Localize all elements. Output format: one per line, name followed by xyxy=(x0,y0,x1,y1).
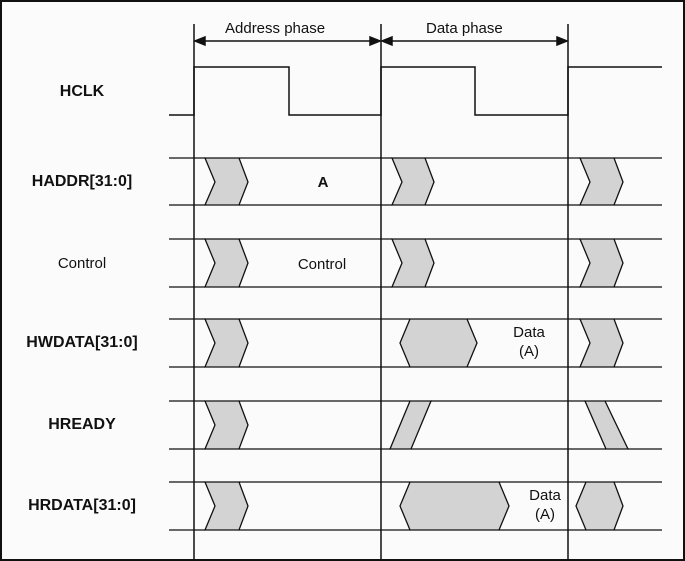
hrdata-waveform xyxy=(169,481,662,531)
haddr-waveform xyxy=(169,157,662,206)
data-phase-label: Data phase xyxy=(423,21,506,36)
address-phase-label: Address phase xyxy=(222,21,329,36)
haddr-value: A xyxy=(317,174,329,191)
signal-label-control: Control xyxy=(57,255,107,272)
address-phase-arrow xyxy=(192,35,383,47)
signal-label-hclk: HCLK xyxy=(59,83,105,100)
data-phase-arrow xyxy=(379,35,570,47)
control-value: Control xyxy=(297,256,347,273)
control-waveform xyxy=(169,238,662,288)
signal-label-haddr: HADDR[31:0] xyxy=(31,173,133,190)
hready-waveform xyxy=(169,400,662,450)
hwdata-waveform xyxy=(169,318,662,368)
hrdata-value: Data (A) xyxy=(520,487,570,525)
hwdata-value-line1: Data xyxy=(513,324,545,341)
hwdata-value-line2: (A) xyxy=(519,342,539,360)
signal-label-hrdata: HRDATA[31:0] xyxy=(28,497,136,514)
signal-label-hwdata: HWDATA[31:0] xyxy=(26,334,138,351)
signal-label-hready: HREADY xyxy=(48,416,116,433)
hrdata-value-line1: Data xyxy=(529,487,561,504)
hrdata-value-line2: (A) xyxy=(535,505,555,523)
hclk-waveform xyxy=(169,66,662,116)
hwdata-value: Data (A) xyxy=(504,324,554,362)
